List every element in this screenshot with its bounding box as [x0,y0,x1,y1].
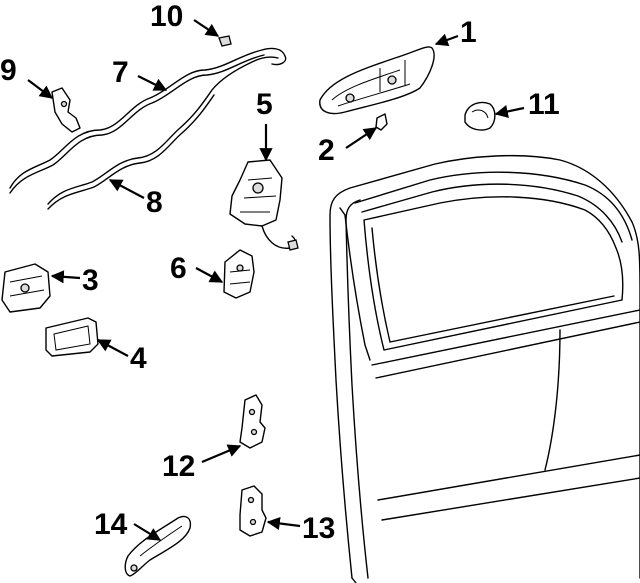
callout-3: 3 [82,264,99,297]
part-lower-hinge [239,485,267,537]
part-lock-actuator [229,159,299,251]
callout-13: 13 [302,512,335,545]
callout-2: 2 [318,134,335,167]
part-upper-hinge [239,394,266,449]
callout-1: 1 [460,16,477,49]
callout-8: 8 [146,186,163,219]
callout-7: 7 [112,56,129,89]
leader-arrows [27,19,525,541]
part-outside-handle [319,46,435,115]
part-bracket [51,87,81,133]
part-bezel [45,317,99,357]
callout-14: 14 [94,508,128,541]
callout-4: 4 [130,342,147,375]
callout-10: 10 [150,0,183,33]
callout-12: 12 [162,450,195,483]
callout-5: 5 [256,88,273,121]
callout-11: 11 [528,88,560,121]
part-door-check [124,515,192,577]
part-cap [464,101,496,131]
callout-9: 9 [0,54,17,87]
rear-door-shell [329,154,640,583]
part-rods [9,47,287,210]
part-latch [223,249,255,299]
callout-6: 6 [170,252,187,285]
callout-labels: 1 2 3 4 5 6 7 8 9 10 11 12 13 14 [0,0,560,545]
part-grommet [218,35,232,47]
part-clip [375,113,388,131]
part-inside-handle [1,263,51,313]
